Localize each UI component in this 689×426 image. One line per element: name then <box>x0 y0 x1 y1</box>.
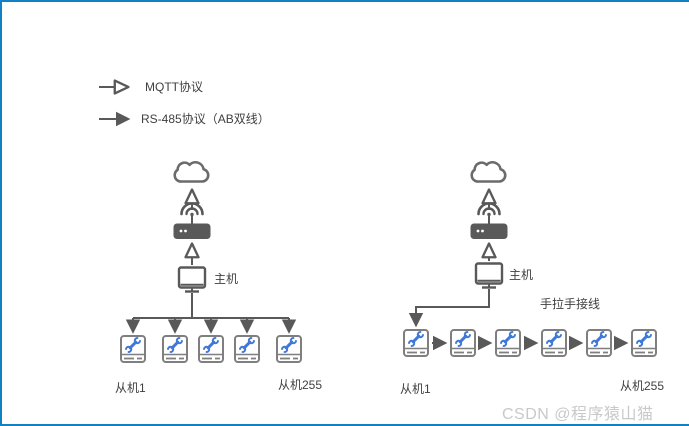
slave-device-icon <box>630 329 658 357</box>
slave-device-icon <box>276 335 302 363</box>
left-host-label: 主机 <box>214 272 239 286</box>
slave-device-icon <box>585 329 613 357</box>
slave-device-icon <box>234 335 260 363</box>
wifi-router-icon <box>469 197 509 241</box>
right-slave-last-label: 从机255 <box>620 379 665 393</box>
slave-device-icon <box>162 335 188 363</box>
slave-device-icon <box>402 329 430 357</box>
legend-rs485-label: RS-485协议（AB双线） <box>141 112 270 126</box>
cloud-icon <box>467 158 511 186</box>
left-slave-last-label: 从机255 <box>278 378 323 392</box>
left-slave-first-label: 从机1 <box>115 381 146 395</box>
slave-device-icon <box>198 335 224 363</box>
slave-device-icon <box>120 335 146 363</box>
wifi-router-icon <box>172 197 212 241</box>
host-monitor-icon <box>473 262 505 290</box>
csdn-watermark: CSDN @程序猿山猫 <box>502 406 654 423</box>
slave-device-icon <box>540 329 568 357</box>
host-monitor-icon <box>176 266 208 294</box>
cloud-icon <box>170 158 214 186</box>
legend-mqtt-label: MQTT协议 <box>145 80 203 94</box>
slave-device-icon <box>494 329 522 357</box>
right-host-to-slave1-line <box>408 289 490 328</box>
right-host-label: 主机 <box>509 268 534 282</box>
daisy-chain-wiring-label: 手拉手接线 <box>540 297 601 311</box>
slave-device-icon <box>449 329 477 357</box>
right-slave-first-label: 从机1 <box>400 382 431 396</box>
